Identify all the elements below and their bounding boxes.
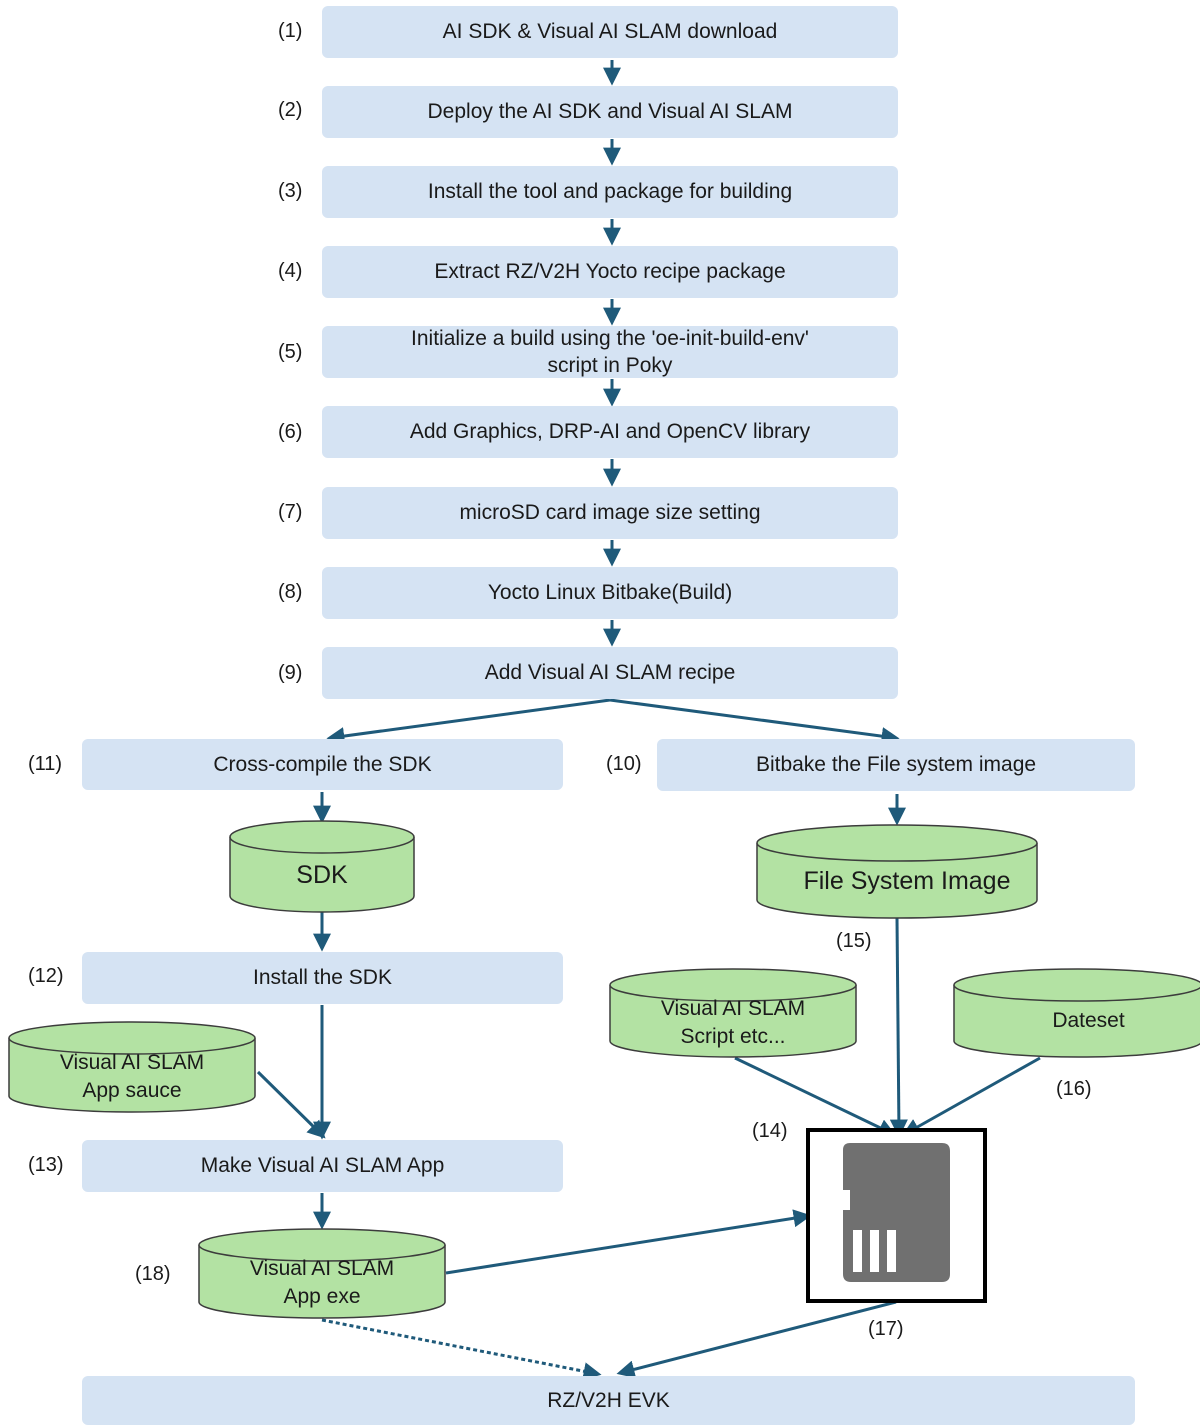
step-1-box: AI SDK & Visual AI SLAM download (322, 6, 898, 58)
file-system-image-label: File System Image (803, 867, 1011, 896)
step-number-18: (18) (135, 1263, 171, 1285)
app-exe-cylinder (198, 1228, 446, 1319)
step-8-box: Yocto Linux Bitbake(Build) (322, 567, 898, 619)
sd-card-icon (843, 1143, 950, 1282)
step-number-10: (10) (606, 753, 642, 775)
slam-script-label: Visual AI SLAM Script etc... (660, 996, 806, 1048)
arrow-dataset-card (901, 1056, 1041, 1136)
app-source-cylinder (8, 1021, 256, 1113)
sdk-label: SDK (296, 861, 348, 890)
arrow-script-card (734, 1056, 897, 1136)
arrow-9-11 (326, 698, 611, 745)
step-6-box: Add Graphics, DRP-AI and OpenCV library (322, 406, 898, 458)
step-number-8: (8) (278, 581, 303, 603)
app-exe-label: Visual AI SLAM App exe (249, 1256, 395, 1308)
slam-script-cylinder (609, 968, 857, 1058)
step-10-box: Bitbake the File system image (657, 739, 1135, 791)
evk-box: RZ/V2H EVK (82, 1376, 1135, 1425)
file-system-image-cylinder (756, 824, 1038, 919)
sd-card (806, 1128, 987, 1303)
step-number-14: (14) (752, 1120, 788, 1142)
step-number-3: (3) (278, 180, 303, 202)
step-number-6: (6) (278, 421, 303, 443)
step-number-17: (17) (868, 1318, 904, 1340)
step-number-15: (15) (836, 930, 872, 952)
dataset-label: Dateset (1052, 1008, 1125, 1032)
step-2-box: Deploy the AI SDK and Visual AI SLAM (322, 86, 898, 138)
step-5-box: Initialize a build using the 'oe-init-bu… (322, 326, 898, 378)
step-number-4: (4) (278, 260, 303, 282)
step-11-box: Cross-compile the SDK (82, 739, 563, 790)
step-7-box: microSD card image size setting (322, 487, 898, 539)
step-13-box: Make Visual AI SLAM App (82, 1140, 563, 1192)
step-9-box: Add Visual AI SLAM recipe (322, 647, 898, 699)
step-4-box: Extract RZ/V2H Yocto recipe package (322, 246, 898, 298)
step-number-11: (11) (28, 753, 63, 775)
step-number-7: (7) (278, 501, 303, 523)
app-source-label: Visual AI SLAM App sauce (59, 1050, 205, 1102)
arrow-fs-card (889, 917, 908, 1138)
step-number-5: (5) (278, 341, 303, 363)
arrow-exe-card (445, 1209, 812, 1275)
step-number-12: (12) (28, 965, 64, 987)
arrow-card-evk (616, 1300, 897, 1379)
arrow-exe-evk-dotted (321, 1318, 602, 1381)
step-12-box: Install the SDK (82, 952, 563, 1004)
step-number-2: (2) (278, 99, 303, 121)
step-3-box: Install the tool and package for buildin… (322, 166, 898, 218)
step-number-1: (1) (278, 20, 303, 42)
step-number-16: (16) (1056, 1078, 1092, 1100)
step-number-13: (13) (28, 1154, 64, 1176)
arrow-9-10 (609, 698, 900, 746)
sdk-cylinder (229, 820, 415, 913)
dataset-cylinder (953, 968, 1200, 1058)
arrow-source-13 (256, 1070, 326, 1139)
step-number-9: (9) (278, 662, 303, 684)
